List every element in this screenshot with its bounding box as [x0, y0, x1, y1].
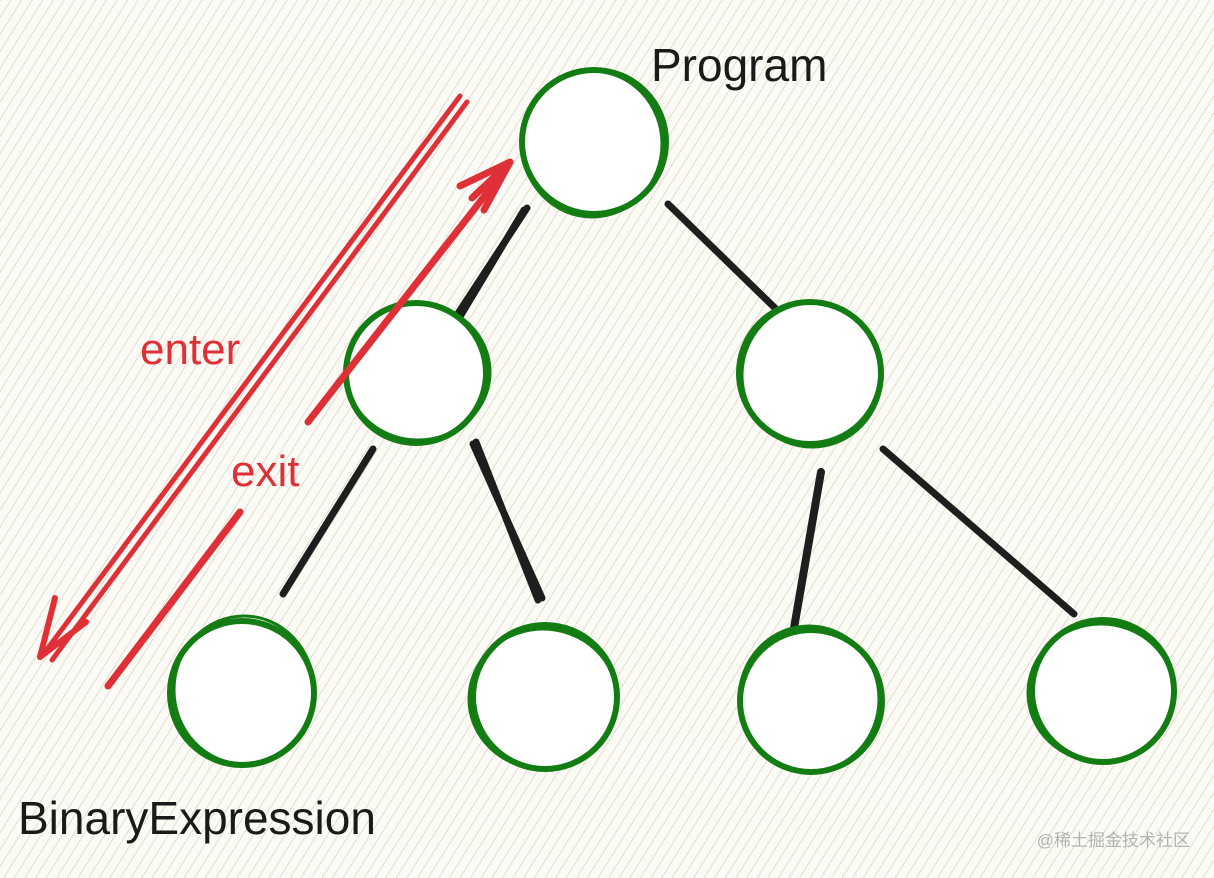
node-leaf-3	[737, 624, 885, 775]
traversal-arrows	[37, 93, 514, 690]
edge-left-leaf2	[469, 438, 546, 604]
program-label: Program	[651, 39, 828, 91]
exit-arrow	[104, 158, 514, 690]
node-program	[519, 67, 669, 219]
enter-label: enter	[140, 325, 241, 374]
node-leaf-2	[467, 622, 620, 772]
edge-left-leaf1	[279, 445, 377, 598]
edge-right-leaf4	[879, 445, 1078, 618]
node-binary-expression	[167, 614, 317, 768]
node-leaf-4	[1026, 617, 1177, 765]
node-right	[736, 299, 884, 449]
tree-edges	[279, 200, 1078, 632]
node-left	[343, 300, 492, 446]
binary-expression-label: BinaryExpression	[18, 792, 376, 844]
exit-label: exit	[231, 447, 300, 496]
tree-nodes	[167, 67, 1177, 775]
edge-right-leaf3	[790, 468, 825, 632]
watermark: @稀土掘金技术社区	[1036, 831, 1190, 850]
edge-root-right	[664, 200, 779, 312]
enter-arrow	[37, 93, 470, 663]
edge-root-left	[451, 204, 531, 324]
